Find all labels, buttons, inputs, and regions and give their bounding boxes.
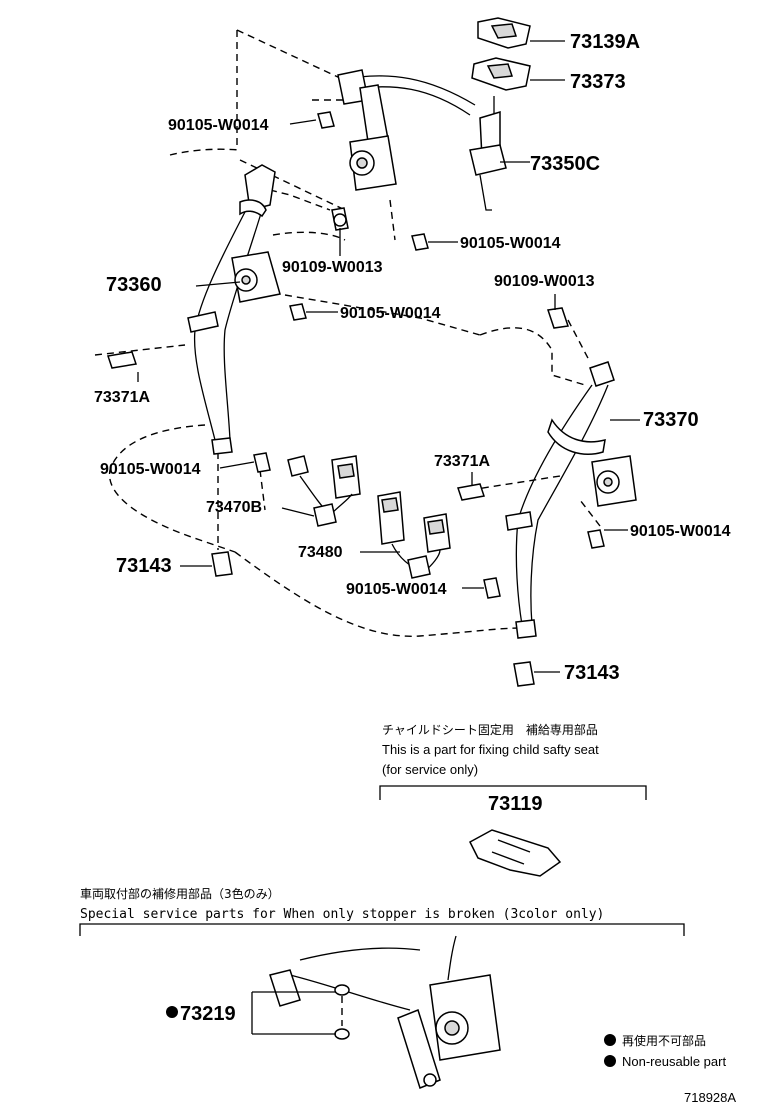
bolt-icon: [331, 207, 349, 231]
buckle-assemblies: [287, 455, 451, 579]
part-label: 90105-W0014: [340, 305, 441, 322]
part-label: 73373: [570, 71, 626, 93]
part-label: 73371A: [94, 389, 150, 406]
child-seat-note-en2: (for service only): [382, 762, 478, 777]
child-seat-note-jp: チャイルドシート固定用 補給専用部品: [382, 722, 598, 737]
part-label: 73119: [488, 793, 543, 815]
bolt-icon: [253, 452, 271, 473]
part-label: 73143: [116, 555, 172, 577]
part-label: 73371A: [434, 453, 490, 470]
clip-icon: [457, 483, 485, 501]
part-label: 73143: [564, 662, 620, 684]
part-label: 73480: [298, 544, 343, 561]
part-label: 73350C: [530, 153, 600, 175]
part-label: 73360: [106, 274, 162, 296]
diagram-id: 718928A: [684, 1090, 736, 1105]
service-note-jp: 車両取付部の補修用部品（3色のみ）: [80, 886, 280, 901]
part-label: 73219: [180, 1003, 236, 1025]
bolt-icon: [317, 111, 335, 129]
vehicle-outline: [94, 29, 601, 637]
left-seat-belt-73360: [187, 164, 281, 455]
part-label: 90105-W0014: [630, 523, 731, 540]
non-reusable-marker-icon: [604, 1055, 616, 1067]
bolt-icon: [547, 307, 569, 329]
legend-en: Non-reusable part: [622, 1054, 726, 1069]
part-label: 73470B: [206, 499, 262, 516]
bolt-icon: [483, 577, 501, 599]
service-note-en: Special service parts for When only stop…: [80, 907, 604, 922]
part-label: 90105-W0014: [346, 581, 447, 598]
stopper-icon: [211, 551, 233, 577]
center-belt-assembly: [337, 17, 531, 211]
clip-icon: [107, 351, 137, 369]
part-labels: 73139A 73373 73350C 90105-W0014 90105-W0…: [94, 31, 731, 684]
part-label: 90109-W0013: [282, 259, 383, 276]
bolts-and-clips: [107, 111, 605, 687]
bolt-icon: [587, 529, 605, 549]
stopper-icon: [513, 661, 535, 687]
right-seat-belt-73370: [505, 361, 637, 639]
non-reusable-marker-icon: [166, 1006, 178, 1018]
part-label: 90105-W0014: [100, 461, 201, 478]
part-label: 90105-W0014: [168, 117, 269, 134]
bolt-icon: [289, 303, 307, 321]
part-label: 90105-W0014: [460, 235, 561, 252]
leader-lines: [137, 40, 640, 673]
legend-jp: 再使用不可部品: [622, 1033, 706, 1048]
legend: 再使用不可部品 Non-reusable part: [604, 1033, 726, 1069]
part-label: 73370: [643, 409, 699, 431]
child-seat-note-en: This is a part for fixing child safty se…: [382, 742, 599, 757]
part-label: 73139A: [570, 31, 640, 53]
non-reusable-marker-icon: [604, 1034, 616, 1046]
service-parts-section: 車両取付部の補修用部品（3色のみ） Special service parts …: [79, 886, 685, 1089]
child-seat-section: チャイルドシート固定用 補給専用部品 This is a part for fi…: [379, 722, 647, 877]
bolt-icon: [411, 233, 429, 251]
part-label: 90109-W0013: [494, 273, 595, 290]
